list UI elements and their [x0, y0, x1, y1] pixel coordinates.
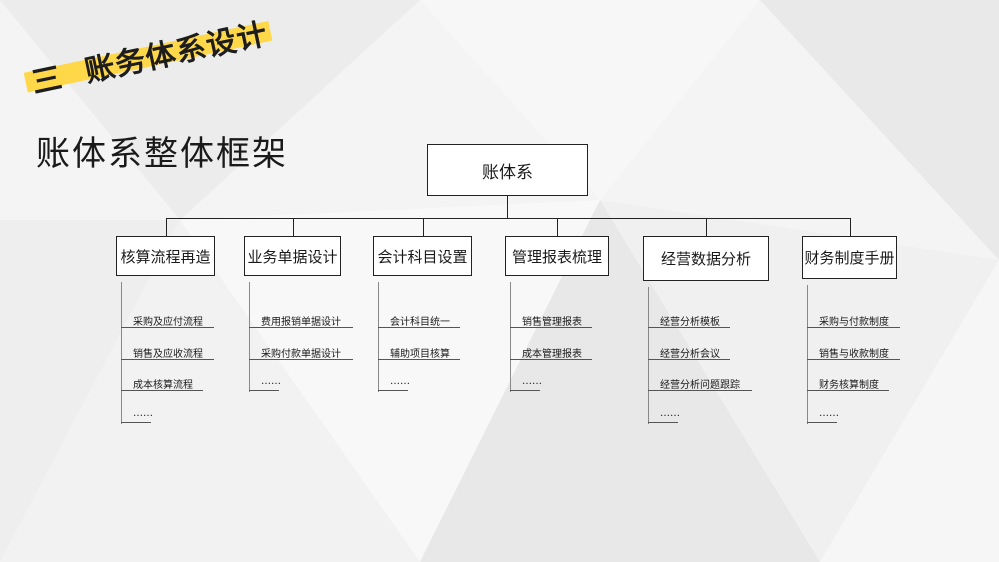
branch-3-item-underline — [378, 390, 408, 391]
branch-3-item: …… — [390, 376, 410, 387]
connector-branch-5 — [706, 218, 707, 236]
branch-node-6: 财务制度手册 — [802, 236, 897, 279]
branch-1-item-underline — [121, 422, 151, 423]
branch-5-item: 经营分析会议 — [660, 349, 720, 360]
branch-6-item: …… — [819, 408, 839, 419]
branch-1-item: 销售及应收流程 — [133, 349, 203, 360]
branch-node-3: 会计科目设置 — [373, 236, 472, 276]
connector-root-stem — [507, 196, 508, 218]
branch-3-item-underline — [378, 359, 460, 360]
page-title: 账体系整体框架 — [36, 134, 288, 174]
branch-node-2: 业务单据设计 — [244, 236, 341, 276]
branch-6-item-underline — [807, 327, 900, 328]
branch-5-item-underline — [648, 422, 678, 423]
branch-1-item-underline — [121, 390, 203, 391]
branch-4-item: …… — [522, 376, 542, 387]
branch-3-item: 会计科目统一 — [390, 317, 450, 328]
branch-6-spine — [807, 285, 808, 424]
branch-2-item-underline — [249, 327, 353, 328]
branch-2-item: 费用报销单据设计 — [261, 317, 341, 328]
branch-1-item-underline — [121, 359, 214, 360]
branch-1-item: …… — [133, 408, 153, 419]
branch-2-spine — [249, 282, 250, 392]
connector-branch-4 — [557, 218, 558, 236]
branch-5-item: …… — [660, 408, 680, 419]
branch-1-spine — [121, 282, 122, 424]
branch-2-item: …… — [261, 376, 281, 387]
branch-4-item-underline — [510, 390, 540, 391]
branch-5-item-underline — [648, 359, 730, 360]
branch-5-spine — [648, 287, 649, 424]
branch-1-item: 成本核算流程 — [133, 380, 193, 391]
branch-node-4: 管理报表梳理 — [505, 236, 609, 276]
branch-1-item-underline — [121, 327, 214, 328]
connector-branch-3 — [423, 218, 424, 236]
branch-6-item-underline — [807, 390, 889, 391]
connector-branch-1 — [166, 218, 167, 236]
branch-3-spine — [378, 282, 379, 392]
branch-5-item: 经营分析模板 — [660, 317, 720, 328]
branch-6-item-underline — [807, 422, 837, 423]
branch-4-spine — [510, 282, 511, 392]
branch-6-item: 财务核算制度 — [819, 380, 879, 391]
branch-5-item-underline — [648, 390, 752, 391]
branch-4-item-underline — [510, 327, 592, 328]
branch-6-item: 采购与付款制度 — [819, 317, 889, 328]
branch-2-item: 采购付款单据设计 — [261, 349, 341, 360]
branch-3-item-underline — [378, 327, 460, 328]
connector-horizontal-bar — [165, 218, 850, 219]
branch-2-item-underline — [249, 390, 279, 391]
root-node: 账体系 — [427, 144, 588, 196]
connector-branch-2 — [293, 218, 294, 236]
branch-2-item-underline — [249, 359, 353, 360]
branch-4-item: 成本管理报表 — [522, 349, 582, 360]
branch-4-item-underline — [510, 359, 592, 360]
branch-5-item-underline — [648, 327, 730, 328]
branch-4-item: 销售管理报表 — [522, 317, 582, 328]
branch-node-1: 核算流程再造 — [116, 236, 215, 276]
branch-6-item-underline — [807, 359, 900, 360]
branch-node-5: 经营数据分析 — [643, 236, 769, 281]
connector-branch-6 — [850, 218, 851, 236]
branch-3-item: 辅助项目核算 — [390, 349, 450, 360]
branch-5-item: 经营分析问题跟踪 — [660, 380, 740, 391]
branch-1-item: 采购及应付流程 — [133, 317, 203, 328]
branch-6-item: 销售与收款制度 — [819, 349, 889, 360]
